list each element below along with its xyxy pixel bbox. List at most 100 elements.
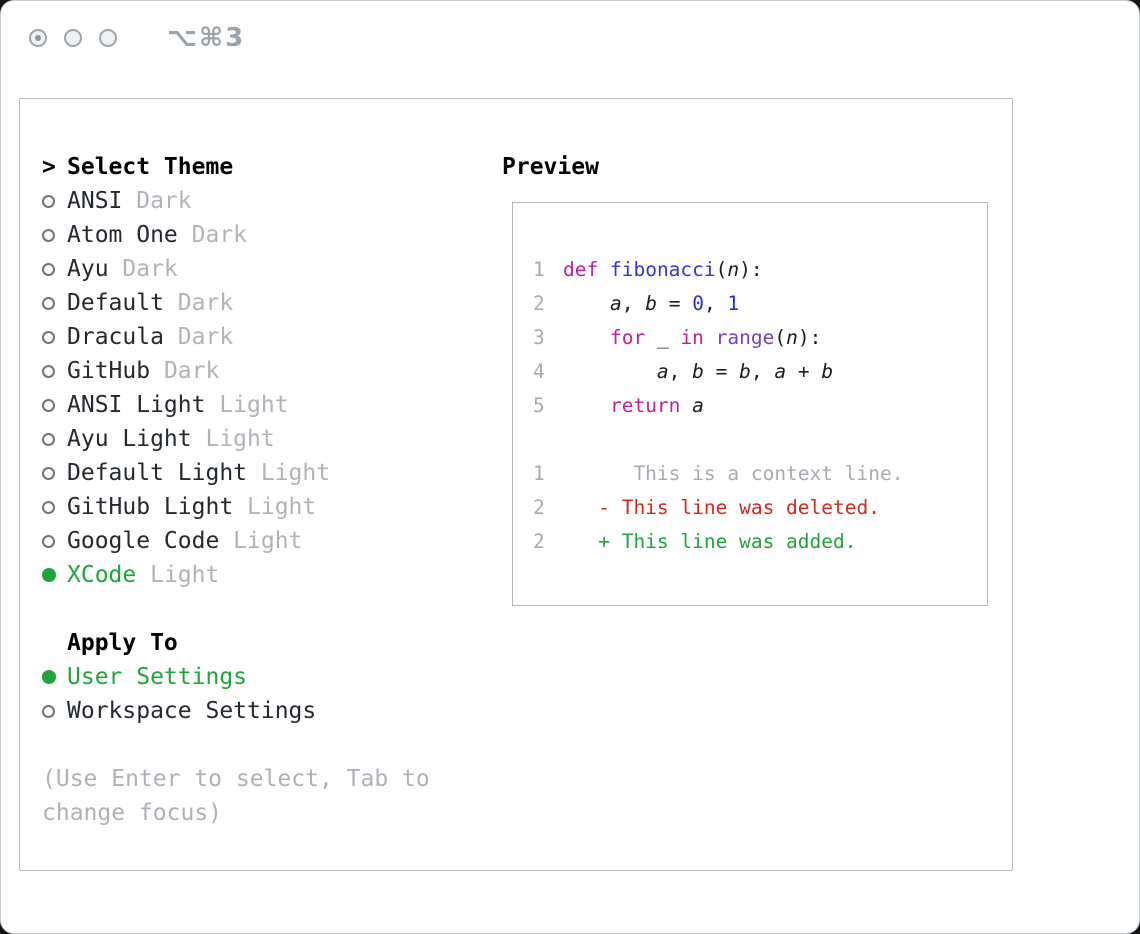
keyboard-shortcut-label: ⌥⌘3 bbox=[167, 23, 246, 53]
marker-cell bbox=[42, 194, 67, 208]
radio-unselected-icon bbox=[42, 194, 55, 208]
option-label: Default Light bbox=[67, 460, 248, 486]
code-line: 5 return a bbox=[533, 389, 987, 423]
code-token: = bbox=[703, 360, 740, 383]
code-token: = bbox=[656, 292, 693, 315]
option-label: Atom One bbox=[67, 222, 178, 248]
line-number: 4 bbox=[533, 360, 545, 383]
code-token: , bbox=[750, 360, 775, 383]
option-label: Dracula bbox=[67, 324, 164, 350]
code-token: , bbox=[621, 292, 646, 315]
preview-title: Preview bbox=[502, 154, 599, 180]
code-token: - This line was deleted. bbox=[563, 496, 880, 519]
option-label: Ayu Light bbox=[67, 426, 192, 452]
theme-option-google-code[interactable]: Google Code Light bbox=[42, 524, 452, 558]
line-number: 1 bbox=[533, 258, 545, 281]
window-zoom-button[interactable] bbox=[99, 29, 117, 47]
apply-option-workspace-settings[interactable]: Workspace Settings bbox=[42, 694, 452, 728]
code-token: fibonacci bbox=[609, 258, 716, 281]
line-number: 2 bbox=[533, 496, 545, 519]
marker-cell bbox=[42, 500, 67, 514]
code-token: b bbox=[821, 360, 834, 383]
option-label: XCode bbox=[67, 562, 137, 588]
theme-option-dracula[interactable]: Dracula Dark bbox=[42, 320, 452, 354]
option-label: ANSI bbox=[67, 188, 123, 214]
apply-option-user-settings[interactable]: User Settings bbox=[42, 660, 452, 694]
traffic-lights bbox=[29, 29, 117, 47]
code-line: 2 a, b = 0, 1 bbox=[533, 287, 987, 321]
marker-cell bbox=[42, 228, 67, 242]
code-line: 3 for _ in range(n): bbox=[533, 321, 987, 355]
theme-variant-label: Dark bbox=[163, 290, 234, 316]
code-token: for bbox=[609, 326, 646, 349]
theme-option-ayu[interactable]: Ayu Dark bbox=[42, 252, 452, 286]
theme-option-ayu-light[interactable]: Ayu Light Light bbox=[42, 422, 452, 456]
code-line: 1 This is a context line. bbox=[533, 457, 987, 491]
code-token: This is a context line. bbox=[563, 462, 904, 485]
code-token bbox=[563, 292, 610, 315]
theme-option-ansi-light[interactable]: ANSI Light Light bbox=[42, 388, 452, 422]
code-line: 2 + This line was added. bbox=[533, 525, 987, 559]
line-number: 2 bbox=[533, 530, 545, 553]
code-token: def bbox=[563, 258, 599, 281]
theme-variant-label: Light bbox=[191, 426, 275, 452]
marker-cell bbox=[42, 466, 67, 480]
marker-cell bbox=[42, 398, 67, 412]
titlebar: ⌥⌘3 bbox=[1, 1, 1139, 71]
line-number: 5 bbox=[533, 394, 545, 417]
marker-cell bbox=[42, 670, 67, 684]
theme-variant-label: Light bbox=[233, 494, 317, 520]
theme-option-github-light[interactable]: GitHub Light Light bbox=[42, 490, 452, 524]
code-token: a bbox=[774, 360, 787, 383]
window-minimize-button[interactable] bbox=[64, 29, 82, 47]
code-token: in bbox=[680, 326, 704, 349]
theme-variant-label: Dark bbox=[177, 222, 248, 248]
code-token: ( bbox=[715, 258, 728, 281]
radio-unselected-icon bbox=[42, 432, 55, 446]
radio-unselected-icon bbox=[42, 704, 55, 718]
window-close-button[interactable] bbox=[29, 29, 47, 47]
line-number: 1 bbox=[533, 462, 545, 485]
radio-unselected-icon bbox=[42, 262, 55, 276]
radio-unselected-icon bbox=[42, 398, 55, 412]
theme-option-default[interactable]: Default Dark bbox=[42, 286, 452, 320]
marker-cell bbox=[42, 534, 67, 548]
option-label: User Settings bbox=[67, 664, 248, 690]
theme-variant-label: Dark bbox=[163, 324, 234, 350]
radio-unselected-icon bbox=[42, 228, 55, 242]
radio-selected-icon bbox=[42, 670, 56, 684]
theme-variant-label: Light bbox=[205, 392, 289, 418]
option-label: GitHub bbox=[67, 358, 151, 384]
code-token: a bbox=[609, 292, 622, 315]
code-token: b bbox=[692, 360, 704, 383]
theme-option-github[interactable]: GitHub Dark bbox=[42, 354, 452, 388]
code-token: 0 bbox=[692, 292, 704, 315]
option-label: Google Code bbox=[67, 528, 220, 554]
theme-option-default-light[interactable]: Default Light Light bbox=[42, 456, 452, 490]
theme-option-xcode[interactable]: XCode Light bbox=[42, 558, 452, 592]
option-label: Default bbox=[67, 290, 164, 316]
code-line: 4 a, b = b, a + b bbox=[533, 355, 987, 389]
code-line bbox=[533, 423, 987, 457]
code-token: _ bbox=[645, 326, 681, 349]
code-line: 2 - This line was deleted. bbox=[533, 491, 987, 525]
spacer bbox=[42, 592, 452, 626]
apply-to-header: Apply To bbox=[42, 626, 452, 660]
hint-text: (Use Enter to select, Tab to change focu… bbox=[42, 766, 430, 826]
marker-cell bbox=[42, 704, 67, 718]
code-token: , bbox=[668, 360, 693, 383]
radio-unselected-icon bbox=[42, 364, 55, 378]
radio-unselected-icon bbox=[42, 534, 55, 548]
theme-option-ansi[interactable]: ANSI Dark bbox=[42, 184, 452, 218]
code-token bbox=[563, 394, 610, 417]
code-token: ( bbox=[774, 326, 787, 349]
code-token: b bbox=[645, 292, 657, 315]
option-label: Ayu bbox=[67, 256, 109, 282]
code-token: + bbox=[786, 360, 822, 383]
theme-variant-label: Light bbox=[136, 562, 220, 588]
theme-option-atom-one[interactable]: Atom One Dark bbox=[42, 218, 452, 252]
